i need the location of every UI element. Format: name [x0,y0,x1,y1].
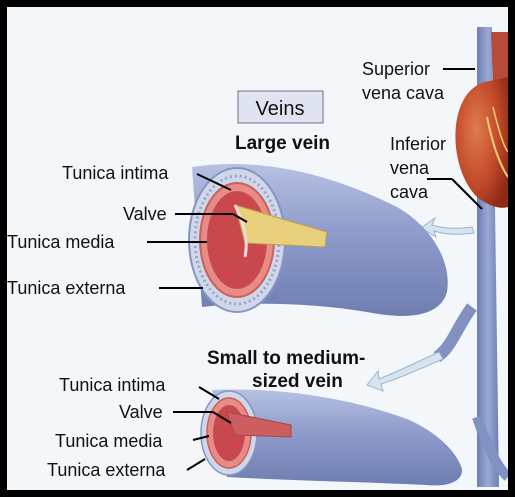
branch-vein [437,307,472,357]
large-vein-heading: Large vein [235,133,330,154]
large-tunica-intima-label: Tunica intima [62,163,169,183]
heart-illustration [437,27,508,487]
small-vein-heading-line1: Small to medium- [207,348,365,369]
small-vein-illustration [201,389,462,485]
small-vein-heading-line2: sized vein [252,371,343,392]
leader-line [187,459,205,470]
arrow-to-small-vein [367,352,443,391]
vein-diagram: Veins Large vein Small to medium- sized … [7,7,508,490]
inferior-vena-cava-label-line1: Inferior [390,134,446,154]
large-valve-label: Valve [123,204,167,224]
figure-frame: Veins Large vein Small to medium- sized … [7,7,508,490]
superior-vena-cava-label-line2: vena cava [362,83,445,103]
veins-title: Veins [256,98,305,120]
superior-vena-cava-label-line1: Superior [362,59,430,79]
small-valve-label: Valve [119,402,163,422]
large-tunica-media-label: Tunica media [7,232,115,252]
small-tunica-media-label: Tunica media [55,431,163,451]
small-tunica-externa-label: Tunica externa [47,460,166,480]
inferior-vena-cava-label-line3: cava [390,182,429,202]
small-tunica-intima-label: Tunica intima [59,375,166,395]
heart-shape [455,77,508,208]
large-tunica-externa-label: Tunica externa [7,278,126,298]
inferior-vena-cava-label-line2: vena [390,158,430,178]
